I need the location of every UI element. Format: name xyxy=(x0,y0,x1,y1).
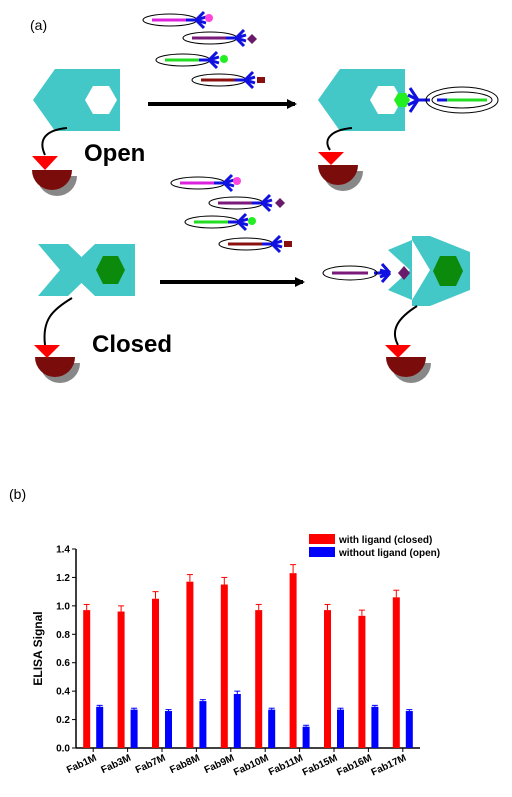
y-tick-label: 0.2 xyxy=(56,715,70,726)
y-tick-label: 1.0 xyxy=(56,601,70,612)
phage-3 xyxy=(155,50,228,70)
bar xyxy=(289,573,297,748)
x-tick-label: Fab3M xyxy=(100,753,133,776)
bars xyxy=(83,564,413,748)
x-tick-label: Fab1M xyxy=(65,753,98,776)
x-tick-label: Fab16M xyxy=(335,753,373,779)
legend-label-without-ligand: without ligand (open) xyxy=(338,548,440,559)
bar xyxy=(152,598,159,748)
bar xyxy=(358,615,366,748)
open-anchor-right xyxy=(318,127,363,191)
legend: with ligand (closed) without ligand (ope… xyxy=(309,534,440,559)
bar xyxy=(337,709,344,748)
bar xyxy=(220,584,228,748)
bar xyxy=(186,581,194,748)
phage-1 xyxy=(142,10,213,30)
phage-2 xyxy=(182,28,257,48)
y-axis-label: ELISA Signal xyxy=(31,611,45,685)
phage-library-top xyxy=(142,10,265,90)
open-receptor-bound xyxy=(318,69,499,131)
bar xyxy=(233,693,241,748)
y-tick-label: 0.4 xyxy=(56,687,70,698)
bar xyxy=(83,610,91,748)
y-tick-label: 1.4 xyxy=(56,545,70,556)
bar xyxy=(165,711,172,748)
x-tick-label: Fab8M xyxy=(168,753,201,776)
bar xyxy=(96,706,104,748)
bar xyxy=(117,611,125,748)
bar xyxy=(199,701,207,748)
panel-a-label: (a) xyxy=(30,17,48,33)
bar xyxy=(255,610,263,748)
bar xyxy=(405,711,413,748)
legend-label-with-ligand: with ligand (closed) xyxy=(338,535,432,546)
x-tick-label: Fab11M xyxy=(267,753,305,778)
y-tick-label: 0.0 xyxy=(56,744,70,755)
phage-7 xyxy=(184,212,256,232)
open-receptor-left xyxy=(33,69,120,131)
legend-swatch-without-ligand xyxy=(309,547,335,557)
bar xyxy=(324,610,331,748)
bar xyxy=(302,726,310,748)
phage-6 xyxy=(208,193,285,213)
closed-anchor-right xyxy=(385,305,431,383)
x-tick-label: Fab15M xyxy=(301,753,339,779)
x-tick-label: Fab10M xyxy=(232,753,270,779)
phage-5 xyxy=(170,173,241,193)
closed-label: Closed xyxy=(92,331,172,358)
x-tick-label: Fab7M xyxy=(134,753,167,776)
bar xyxy=(371,706,379,748)
open-label: Open xyxy=(84,140,145,167)
closed-receptor-left xyxy=(38,244,135,296)
phage-4 xyxy=(191,70,265,90)
legend-swatch-with-ligand xyxy=(309,534,335,544)
closed-receptor-bound xyxy=(322,236,470,306)
y-tick-label: 1.2 xyxy=(56,573,70,584)
bar xyxy=(392,597,400,748)
bar xyxy=(268,709,276,748)
phage-8 xyxy=(218,234,292,254)
y-tick-label: 0.8 xyxy=(56,630,70,641)
x-tick-label: Fab9M xyxy=(203,753,236,776)
bar xyxy=(130,709,138,748)
y-tick-label: 0.6 xyxy=(56,658,70,669)
y-ticks: 0.0 0.2 0.4 0.6 0.8 1.0 1.2 1.4 xyxy=(56,545,76,755)
panel-b-label: (b) xyxy=(9,486,27,502)
x-tick-label: Fab17M xyxy=(370,753,408,779)
closed-anchor-left xyxy=(34,297,80,383)
open-anchor-left xyxy=(32,127,77,196)
phage-library-bottom xyxy=(170,173,292,254)
